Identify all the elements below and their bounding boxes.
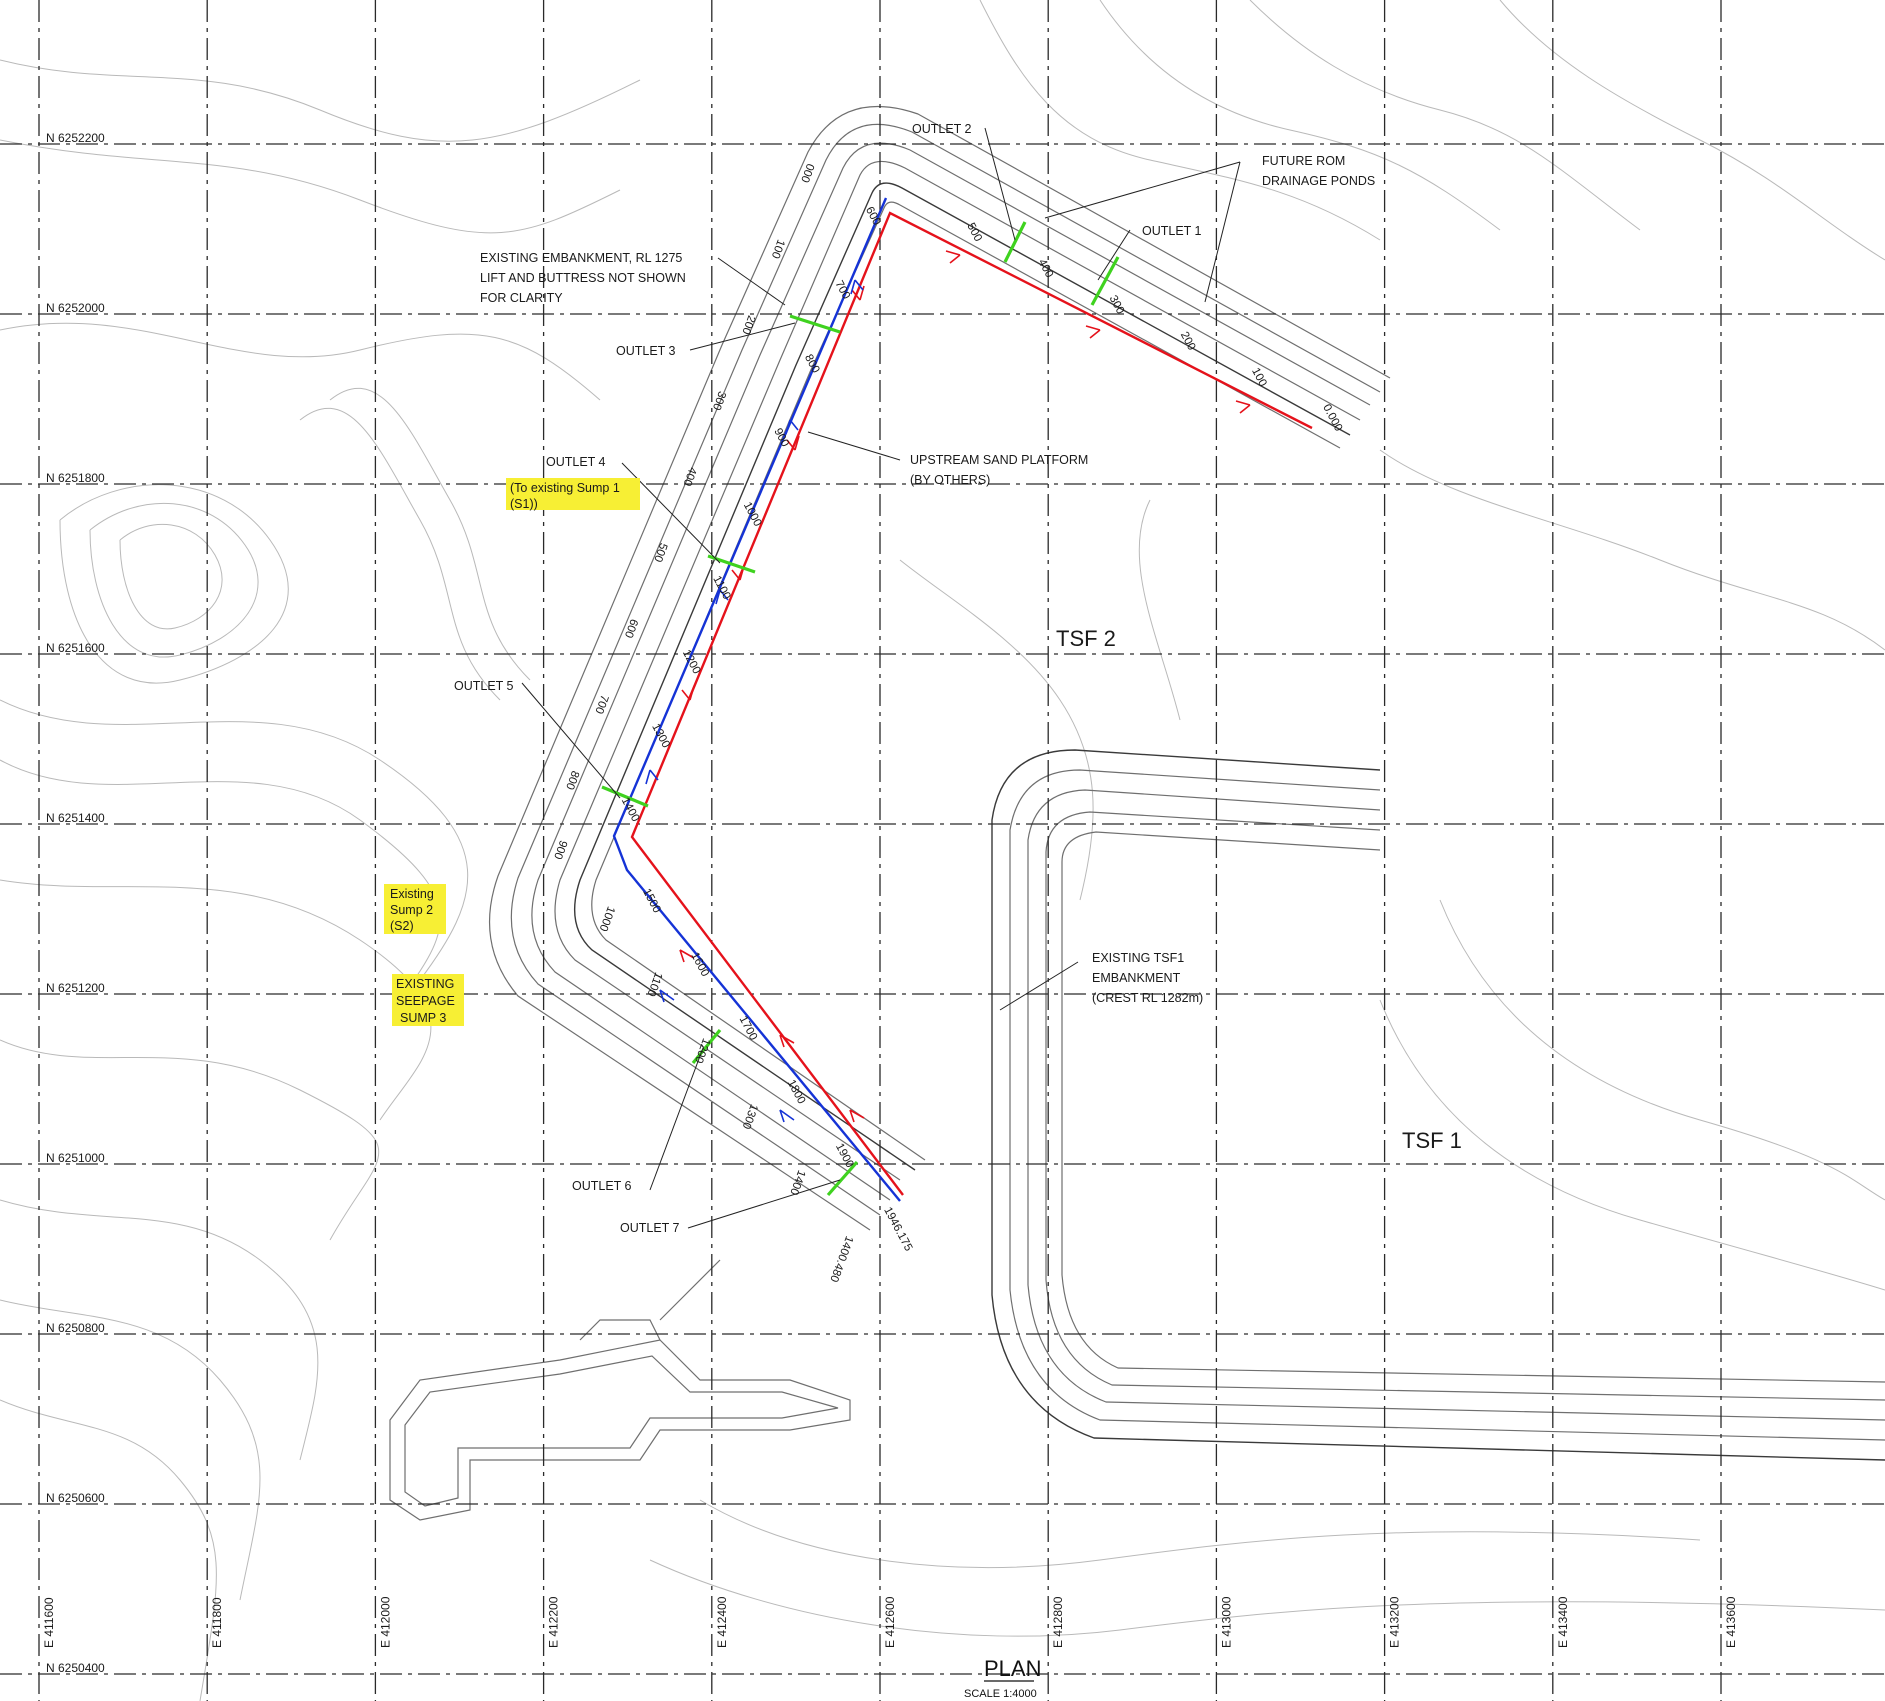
sump3-highlight: [392, 974, 464, 1026]
tsf2-area-label: TSF 2: [1056, 626, 1116, 651]
outlet-1-label: OUTLET 1: [1142, 224, 1202, 238]
red-pipeline-chainages: 0.00010020030040050060070080090010001100…: [619, 205, 1345, 1253]
tsf1-embankment-label-2: EMBANKMENT: [1092, 971, 1181, 985]
northing-label: N 6251000: [46, 1151, 105, 1165]
seepage-sump-label-3: SUMP 3: [400, 1011, 446, 1025]
chainage-label: 1500: [640, 887, 663, 915]
seepage-sump-label-2: SEEPAGE: [396, 994, 455, 1008]
outlet-7-label: OUTLET 7: [620, 1221, 680, 1235]
chainage-label: 1700: [737, 1014, 760, 1042]
chainage-label: 500: [964, 221, 984, 244]
easting-label: E 412400: [715, 1596, 729, 1648]
chainage-label: 1300: [740, 1102, 760, 1130]
easting-label: E 412000: [378, 1596, 392, 1648]
chainage-label: 400: [1036, 257, 1056, 280]
tsf1-area-label: TSF 1: [1402, 1128, 1462, 1153]
future-rom-label-2: DRAINAGE PONDS: [1262, 174, 1375, 188]
chainage-label: 1000: [741, 500, 764, 528]
outlet-2-label: OUTLET 2: [912, 122, 972, 136]
existing-embankment-label-3: FOR CLARITY: [480, 291, 563, 305]
northing-label: N 6250600: [46, 1491, 105, 1505]
outlet-1-marker: [1090, 256, 1120, 306]
easting-label: E 412800: [1051, 1596, 1065, 1648]
easting-label: E 413200: [1388, 1596, 1402, 1648]
sump1-label-2: (S1)): [510, 497, 538, 511]
chainage-label: 600: [622, 617, 640, 639]
outlet-5-marker: [601, 785, 649, 808]
outlet-4-label: OUTLET 4: [546, 455, 606, 469]
plant-pad-structure: [389, 1259, 851, 1521]
sump2-label-3: (S2): [390, 919, 414, 933]
chainage-label: 1400: [787, 1168, 807, 1196]
scale-label: SCALE 1:4000: [964, 1688, 1037, 1700]
northing-label: N 6250800: [46, 1321, 105, 1335]
sump2-highlight: [384, 884, 446, 934]
red-pipeline: [630, 211, 1313, 1196]
outlet-3-label: OUTLET 3: [616, 344, 676, 358]
easting-label: E 413000: [1219, 1596, 1233, 1648]
easting-label: E 412200: [547, 1596, 561, 1648]
chainage-label: 300: [1107, 294, 1127, 317]
chainage-label: 1000: [597, 905, 617, 933]
leader-lines: [521, 127, 1241, 1229]
outlet-6-label: OUTLET 6: [572, 1179, 632, 1193]
chainage-label: 1900: [833, 1142, 856, 1170]
chainage-label: 0.000: [1320, 402, 1344, 433]
outlet-3-marker: [789, 314, 841, 334]
tsf1-embankment: [991, 749, 1885, 1461]
blue-pipeline-chainages: 0001002003004005006007008009001000110012…: [551, 162, 855, 1284]
plan-title: PLAN: [984, 1656, 1041, 1681]
sump2-label: Existing: [390, 887, 434, 901]
tsf1-embankment-label: EXISTING TSF1: [1092, 951, 1184, 965]
sump1-highlight: [506, 478, 640, 510]
outlet-2-marker: [1003, 221, 1027, 263]
seepage-sump-label: EXISTING: [396, 977, 454, 991]
annotations: OUTLET 1 OUTLET 2 OUTLET 3 OUTLET 4 OUTL…: [390, 122, 1462, 1235]
northing-label: N 6252000: [46, 301, 105, 315]
easting-label: E 413400: [1556, 1596, 1570, 1648]
existing-embankment-label-2: LIFT AND BUTTRESS NOT SHOWN: [480, 271, 686, 285]
chainage-label: 1100: [710, 574, 732, 601]
northing-label: N 6250400: [46, 1661, 105, 1675]
chainage-label: 100: [1249, 366, 1269, 389]
easting-label: E 412600: [883, 1596, 897, 1648]
chainage-label: 1800: [785, 1078, 808, 1106]
chainage-label: 000: [798, 162, 816, 184]
northing-label: N 6251200: [46, 981, 105, 995]
easting-label: E 413600: [1724, 1596, 1738, 1648]
chainage-label: 1400.480: [827, 1234, 855, 1283]
chainage-label: 200: [739, 314, 757, 336]
existing-embankment-label: EXISTING EMBANKMENT, RL 1275: [480, 251, 682, 265]
coordinate-grid-labels: N 6252200 N 6252000 N 6251800 N 6251600 N 62…: [42, 131, 1738, 1675]
easting-label: E 411800: [210, 1597, 224, 1648]
outlet-5-label: OUTLET 5: [454, 679, 514, 693]
sump2-label-2: Sump 2: [390, 903, 433, 917]
northing-label: N 6251800: [46, 471, 105, 485]
easting-label: E 411600: [42, 1597, 56, 1648]
outlets: [601, 221, 1120, 1197]
chainage-label: 1600: [688, 950, 711, 978]
chainage-label: 300: [710, 389, 728, 411]
northing-label: N 6251600: [46, 641, 105, 655]
sump1-label: (To existing Sump 1: [510, 481, 620, 495]
outlet-7-marker: [826, 1160, 859, 1197]
outlet-6-marker: [691, 1028, 722, 1065]
tsf1-embankment-label-3: (CREST RL 1282m): [1092, 991, 1203, 1005]
chainage-label: 1946.175: [881, 1205, 914, 1253]
chainage-label: 800: [563, 769, 581, 791]
northing-label: N 6251400: [46, 811, 105, 825]
northing-label: N 6252200: [46, 131, 105, 145]
future-rom-label: FUTURE ROM: [1262, 154, 1345, 168]
upstream-sand-label-2: (BY OTHERS): [910, 473, 990, 487]
upstream-sand-label: UPSTREAM SAND PLATFORM: [910, 453, 1088, 467]
chainage-label: 500: [651, 541, 669, 563]
blue-pipeline: [612, 197, 901, 1202]
